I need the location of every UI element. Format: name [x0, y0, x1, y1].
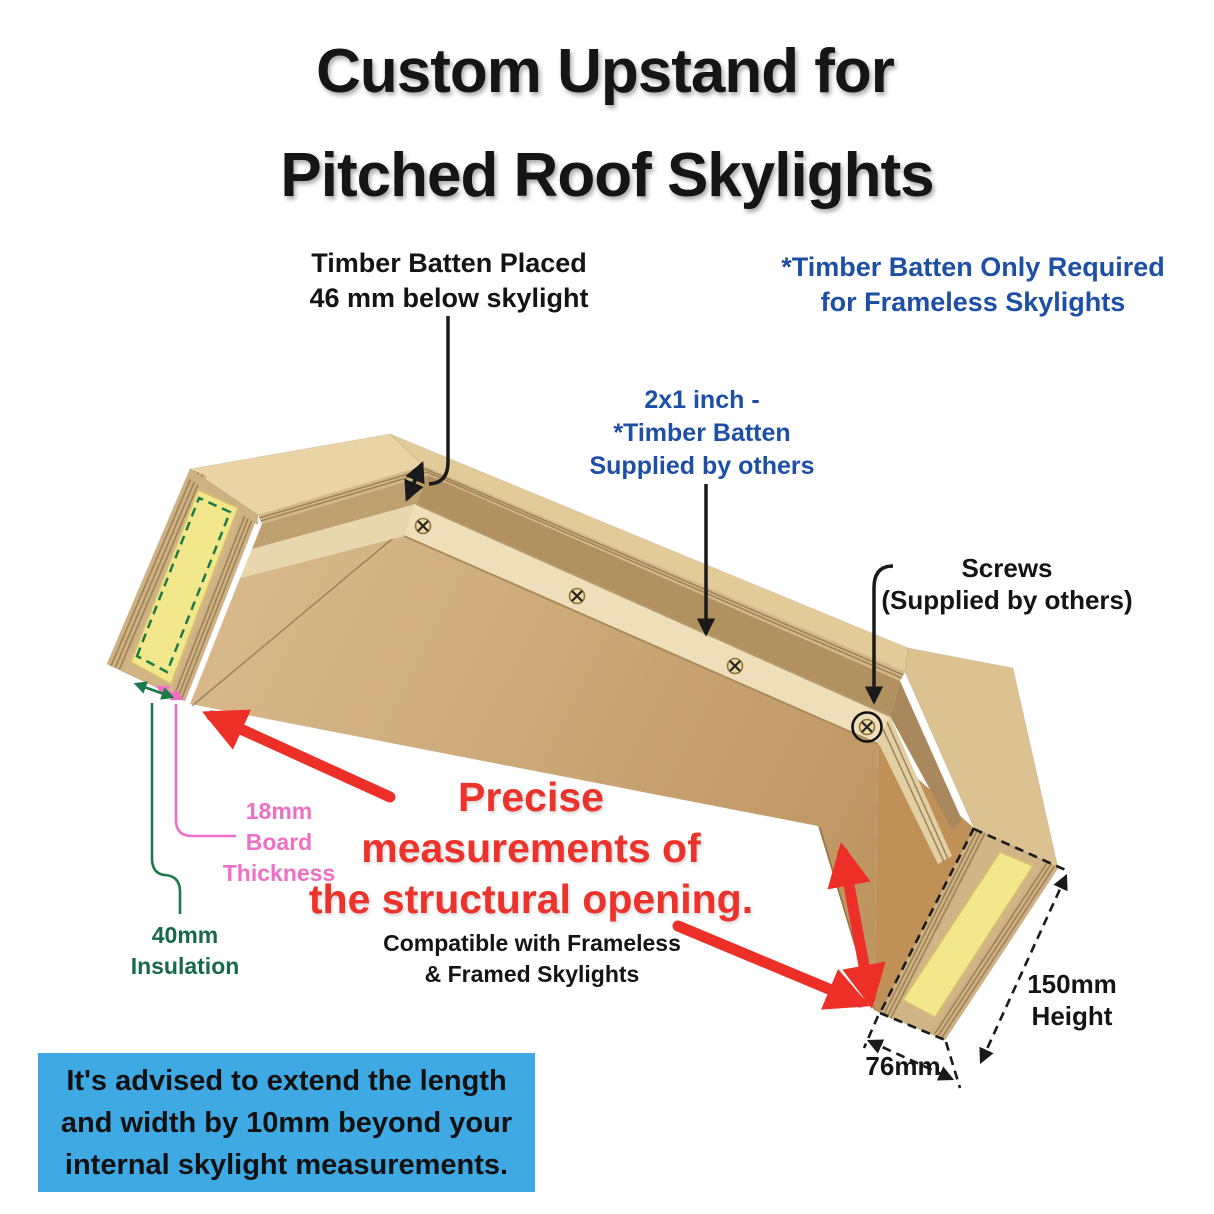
top-edge-ply-stripes	[258, 466, 905, 681]
annotation-opening-note: Precise measurements of the structural o…	[308, 774, 754, 922]
screw-icon	[568, 587, 586, 605]
red-arrow-left-corner	[201, 709, 396, 803]
insulation-outline-dashed	[135, 496, 232, 674]
page-title-line1: Custom Upstand for	[316, 37, 895, 106]
annotation-height-dim: 150mm Height	[1027, 969, 1117, 1031]
dimension-lines	[862, 827, 1071, 1089]
screw-icon	[414, 517, 432, 535]
timber-batten	[240, 503, 952, 864]
red-arrow-right-corner	[672, 920, 871, 1010]
annotation-batten-spec: 2x1 inch - *Timber Batten Supplied by ot…	[589, 386, 815, 480]
screws-on-batten	[414, 517, 883, 743]
width-dimension-arrow	[866, 1039, 955, 1081]
left-end-cross-section	[106, 468, 259, 702]
insulation-panel-left	[130, 488, 239, 686]
gap-46mm-double-arrow	[404, 461, 425, 502]
leader-batten-placement	[428, 316, 450, 486]
pink-leader	[174, 704, 236, 838]
red-arrows	[201, 709, 886, 1010]
height-dimension-arrow	[979, 873, 1068, 1065]
gap-strip-46mm	[252, 475, 962, 830]
annotation-compatibility: Compatible with Frameless & Framed Skyli…	[383, 930, 681, 987]
page-title-line2: Pitched Roof Skylights	[280, 141, 934, 210]
insulation-annotation	[133, 681, 182, 914]
green-leader	[150, 703, 182, 914]
annotation-batten-required: *Timber Batten Only Required for Framele…	[781, 252, 1165, 317]
footer-advice-note: It's advised to extend the length and wi…	[38, 1053, 535, 1192]
annotation-batten-placement: Timber Batten Placed 46 mm below skyligh…	[309, 248, 589, 313]
leader-screws	[864, 564, 894, 705]
green-double-arrow	[133, 681, 175, 700]
annotation-screws: Screws (Supplied by others)	[881, 553, 1133, 615]
red-arrow-opening-height	[827, 842, 886, 1009]
annotation-width-dim: 76mm	[865, 1051, 941, 1081]
leader-lines	[404, 316, 894, 705]
inner-face-long-wall	[190, 536, 878, 1010]
screw-icon-circled	[851, 711, 883, 743]
screw-icon	[726, 657, 744, 675]
annotation-board-thickness: 18mm Board Thickness	[222, 798, 336, 886]
annotation-insulation: 40mm Insulation	[130, 922, 240, 979]
